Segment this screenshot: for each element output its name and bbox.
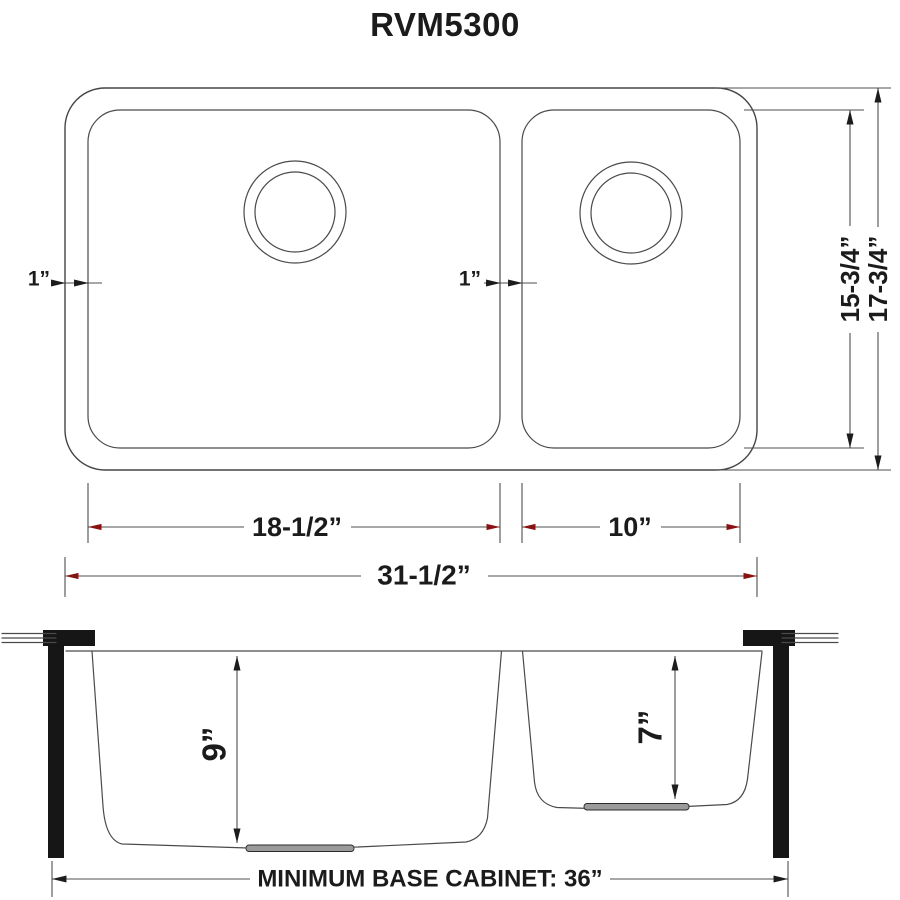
dim-label-bowl-front-to-back: 15-3/4” [835, 236, 865, 323]
dim-base-cabinet: MINIMUM BASE CABINET: 36” [51, 861, 789, 897]
base-cabinet-note: MINIMUM BASE CABINET: 36” [257, 866, 602, 893]
left-bowl-drain-outer [243, 160, 347, 264]
left-bowl-profile [91, 650, 503, 849]
dim-left-reveal: 1” [28, 268, 102, 291]
left-bowl [87, 109, 501, 449]
right-bowl [521, 109, 741, 449]
dim-label-left-bowl-depth: 9” [196, 727, 233, 762]
dim-label-left-reveal: 1” [28, 268, 50, 291]
dim-right-bowl-depth: 7” [632, 656, 679, 799]
right-cabinet-wall [773, 646, 789, 858]
left-cabinet-wall [48, 646, 64, 858]
top-view [64, 87, 758, 471]
dim-overall-width: 31-1/2” [64, 557, 758, 597]
page-title: RVM5300 [370, 6, 520, 43]
dim-bowl-front-to-back: 15-3/4” [744, 109, 865, 449]
dim-label-right-bowl-width: 10” [608, 512, 652, 542]
dim-label-right-bowl-depth: 7” [632, 710, 669, 745]
dim-left-bowl-depth: 9” [196, 656, 241, 843]
dim-left-bowl-width: 18-1/2” [87, 483, 501, 543]
right-drain-fitting [583, 803, 690, 811]
dim-right-reveal: 1” [459, 268, 537, 291]
dim-label-overall-front-to-back: 17-3/4” [863, 236, 893, 323]
right-bowl-drain-outer [579, 161, 683, 265]
dim-label-overall-width: 31-1/2” [377, 560, 470, 591]
dim-overall-front-to-back: 17-3/4” [715, 87, 893, 471]
left-drain-fitting [245, 844, 355, 852]
left-bowl-drain-inner [254, 171, 336, 253]
right-bowl-drain-inner [590, 172, 672, 254]
section-view: 9” 7” MINIMUM BASE CABINET: 36” [1, 630, 839, 897]
dim-label-right-reveal: 1” [459, 268, 481, 291]
dim-right-bowl-width: 10” [521, 483, 741, 543]
sink-outer-rim [64, 87, 758, 471]
dim-label-left-bowl-width: 18-1/2” [252, 512, 342, 542]
